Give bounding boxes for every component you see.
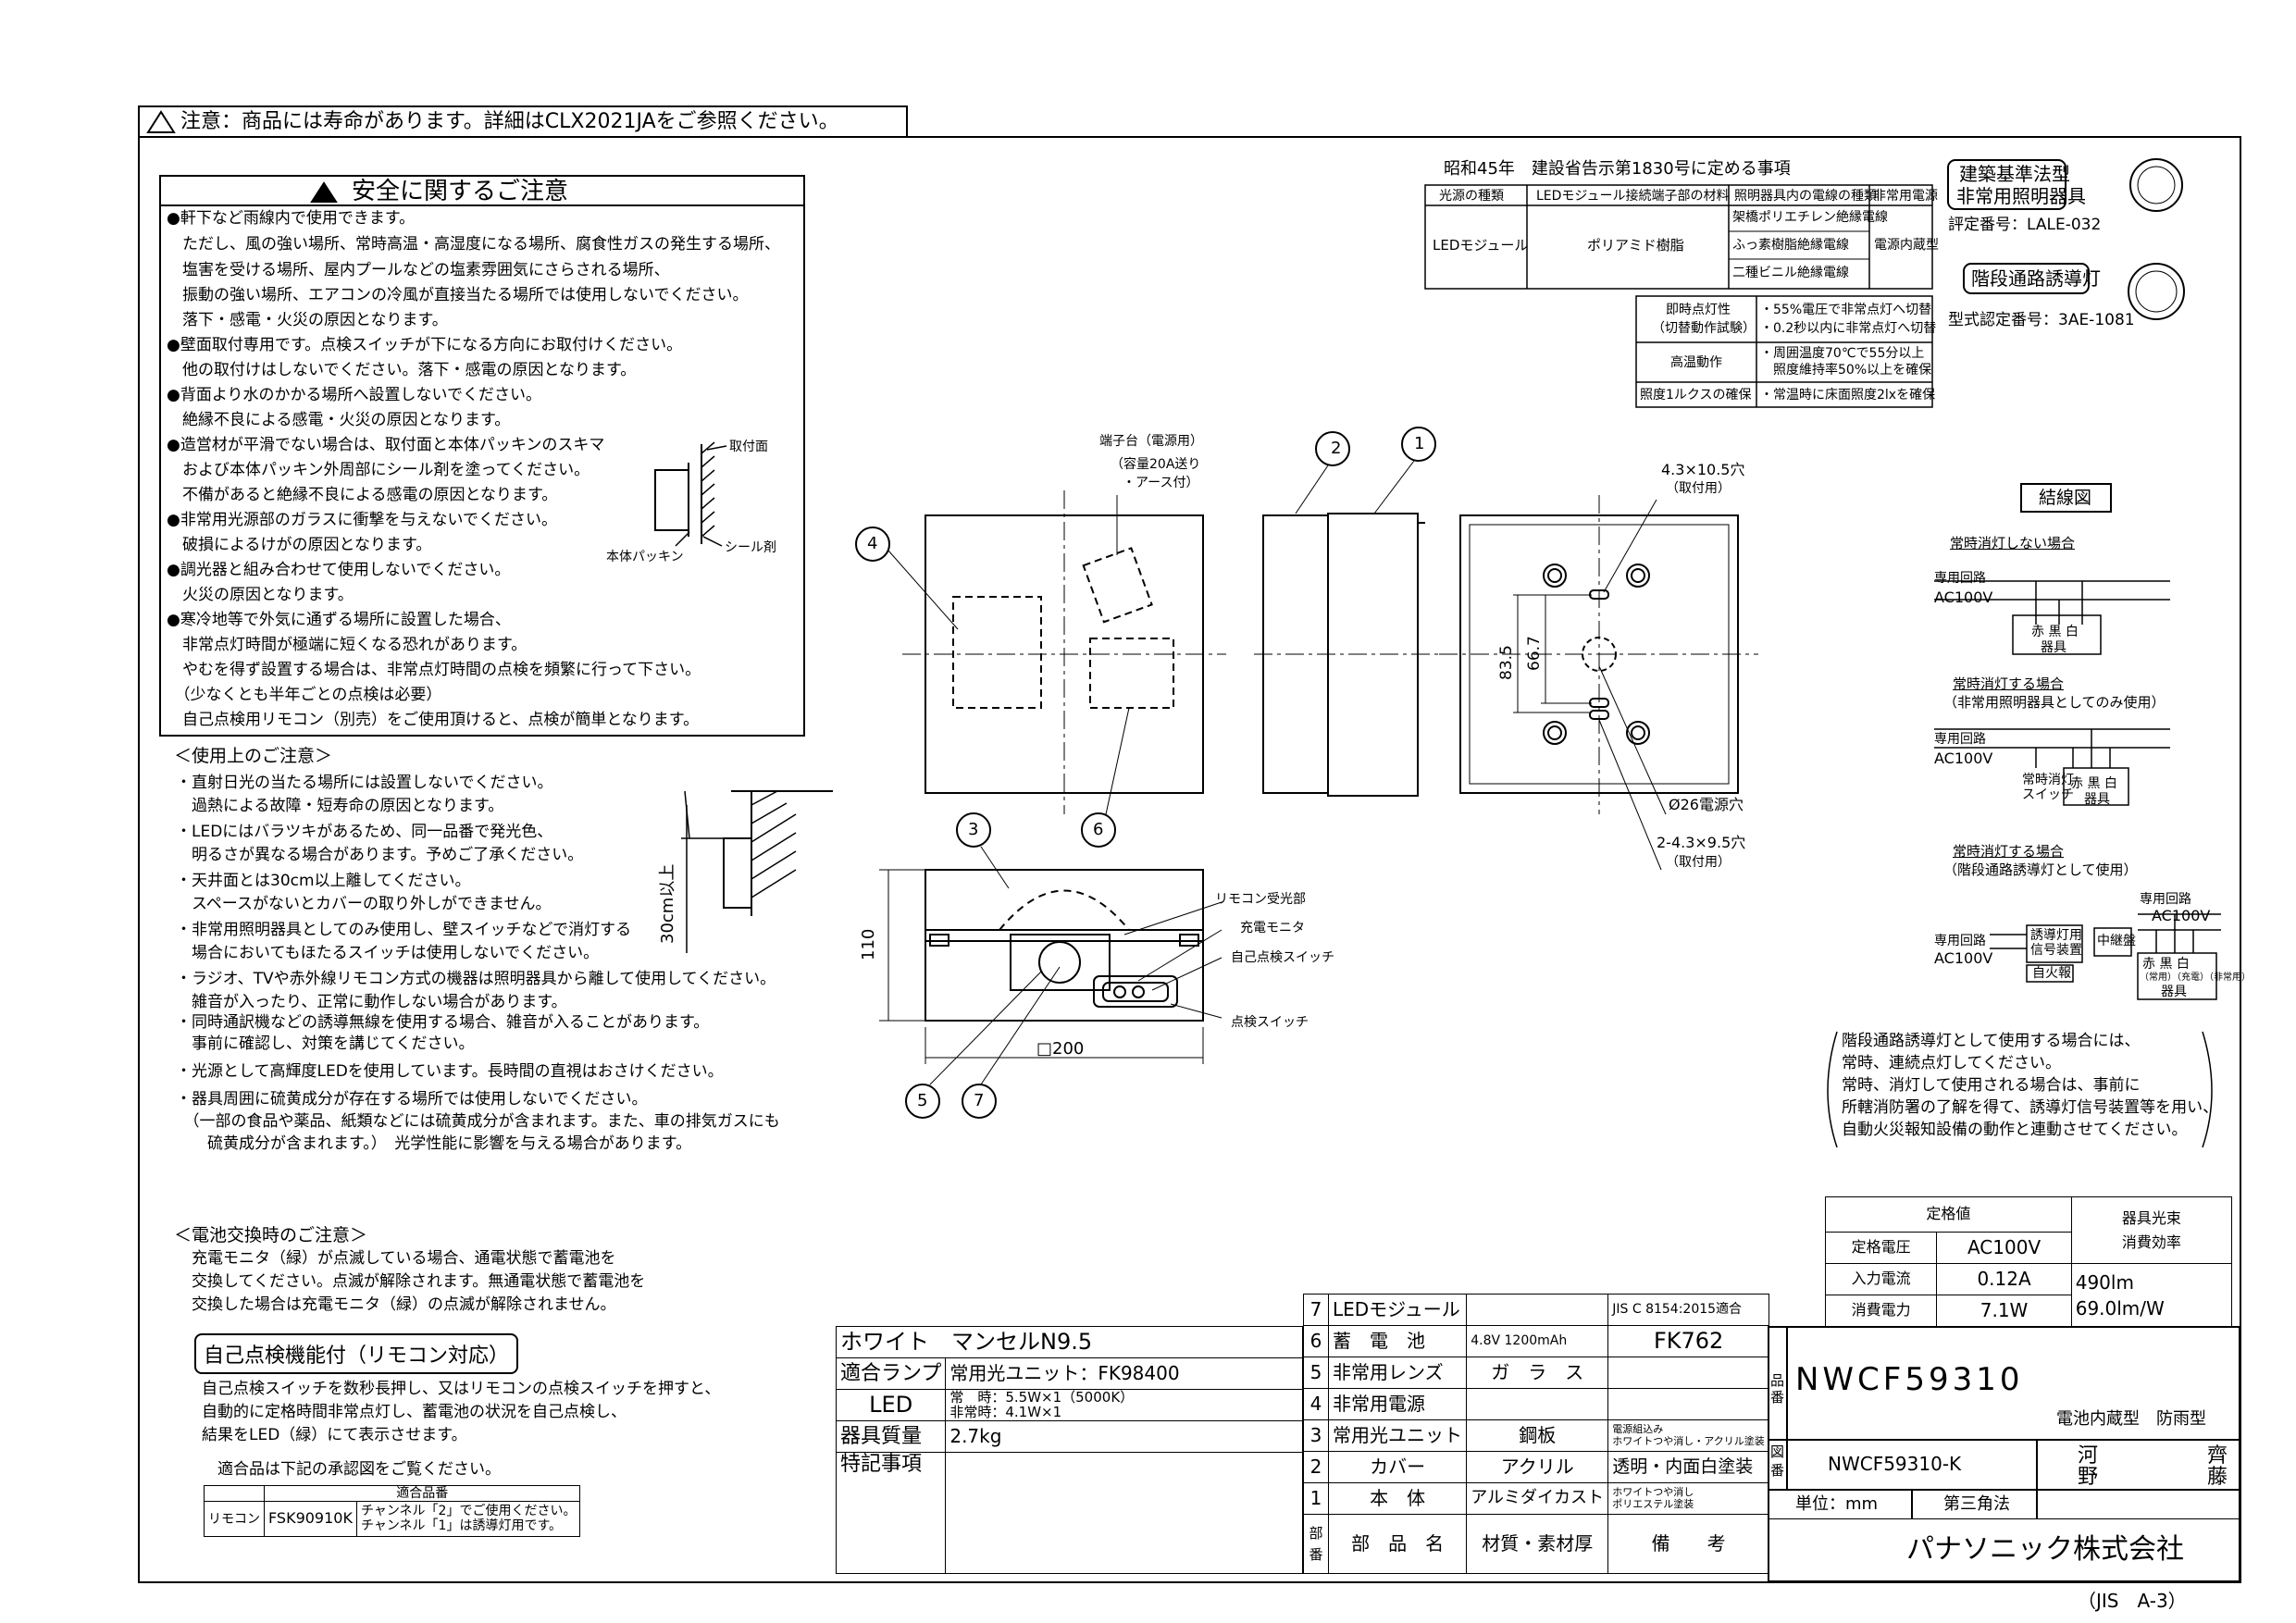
- approved-table: 適合品番 リモコン FSK90910K チャンネル「2」でご使用ください。チャン…: [204, 1484, 581, 1538]
- outer-frame: [138, 136, 2241, 1583]
- model-number: NWCF59310: [1795, 1361, 2024, 1398]
- callout-5: 5: [917, 1091, 928, 1110]
- title-block: [1768, 1326, 2240, 1582]
- label-body-packing: 本体パッキン: [606, 550, 684, 564]
- cert1-line2: 非常用照明器具: [1956, 185, 2086, 207]
- callout-2: 2: [1331, 439, 1342, 458]
- warning-icon: [146, 110, 176, 133]
- label-sealant: シール剤: [725, 540, 776, 555]
- warning-icon-2: [310, 181, 338, 203]
- callout-4: 4: [867, 534, 878, 553]
- company-name: パナソニック株式会社: [1906, 1533, 2184, 1566]
- battery-title: ＜電池交換時のご注意＞: [174, 1225, 368, 1245]
- regulation-title: 昭和45年 建設省告示第1830号に定める事項: [1444, 159, 1791, 179]
- cert1-line1: 建築基準法型: [1959, 163, 2070, 185]
- callout-3: 3: [968, 820, 979, 839]
- drawing-number: NWCF59310-K: [1828, 1453, 1962, 1475]
- self-check-badge: 自己点検機能付（リモコン対応）: [194, 1333, 519, 1374]
- callout-7: 7: [974, 1091, 985, 1110]
- safety-title: 安全に関するご注意: [352, 178, 569, 205]
- header-notice: 注意：商品には寿命があります。詳細はCLX2021JAをご参照ください。: [180, 110, 839, 133]
- cert2: 階段通路誘導灯: [1971, 267, 2101, 290]
- cert2-no: 型式認定番号：3AE-1081: [1948, 311, 2135, 329]
- cert1-no: 評定番号：LALE-032: [1948, 216, 2102, 234]
- label-mount-surface: 取付面: [729, 440, 768, 454]
- usage-title: ＜使用上のご注意＞: [174, 746, 333, 766]
- paper-size: （JIS A-3）: [2078, 1590, 2187, 1612]
- callout-6: 6: [1093, 820, 1104, 839]
- callout-1: 1: [1414, 434, 1425, 453]
- wiring-title: 結線図: [2039, 488, 2092, 508]
- clearance-label: 30cm以上: [658, 863, 677, 944]
